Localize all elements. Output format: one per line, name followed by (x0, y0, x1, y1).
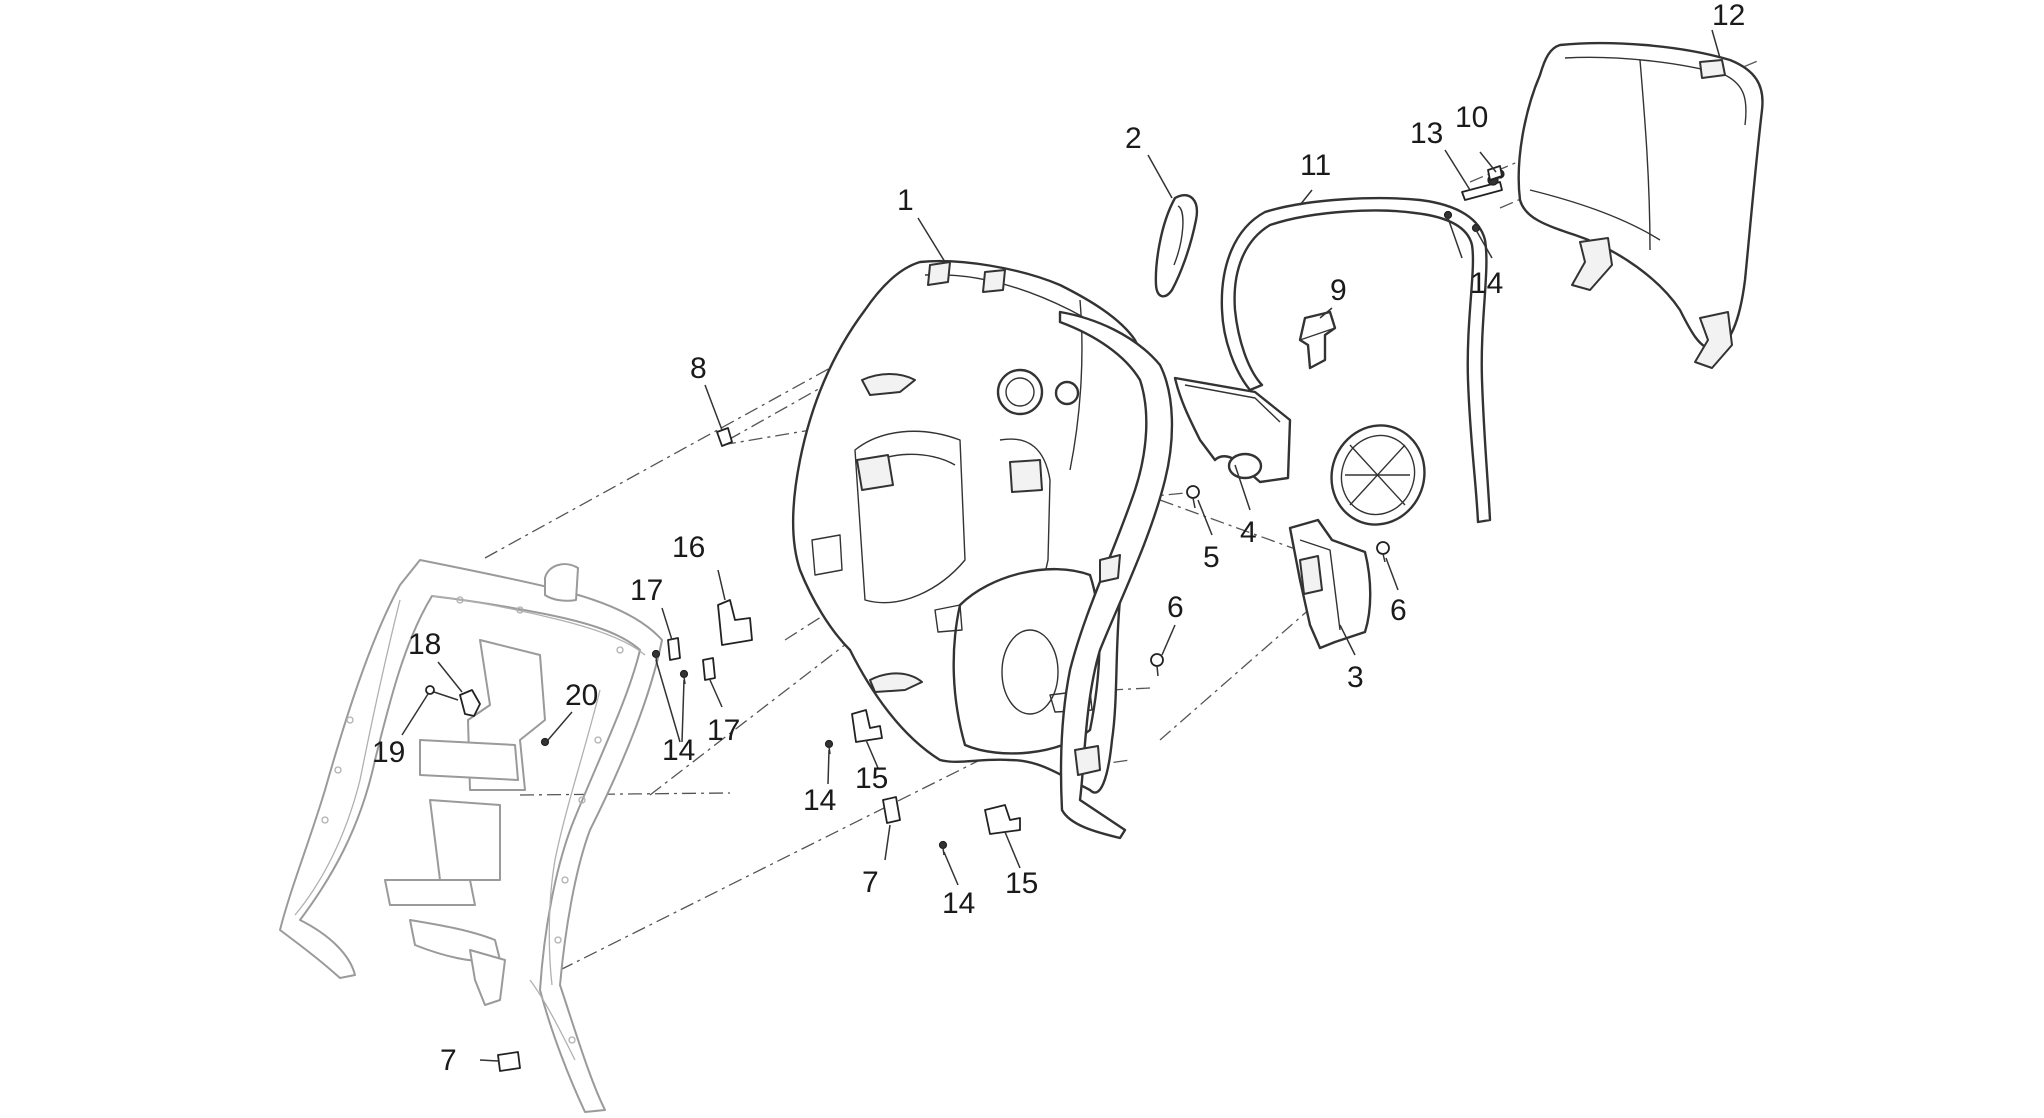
callout-18: 18 (408, 628, 441, 661)
callout-15-right: 15 (1005, 867, 1038, 900)
callout-19: 19 (372, 736, 405, 769)
callout-8: 8 (690, 352, 707, 385)
mirror-bracket (1461, 165, 1505, 201)
leg-shield-back-plate (792, 259, 1156, 794)
callout-labels: 1 2 3 4 5 6 6 7 7 8 9 10 11 12 13 14 14 … (372, 0, 1745, 1077)
callout-6-center: 6 (1167, 591, 1184, 624)
round-vent-grille (1330, 424, 1426, 526)
callout-5: 5 (1203, 541, 1220, 574)
callout-14-bottom: 14 (942, 887, 975, 920)
hardware (425, 210, 1481, 1072)
callout-15-center: 15 (855, 762, 888, 795)
callout-3: 3 (1347, 661, 1364, 694)
callout-1: 1 (897, 184, 914, 217)
callout-17-lower: 17 (707, 714, 740, 747)
callout-6-right: 6 (1390, 594, 1407, 627)
callout-2: 2 (1125, 122, 1142, 155)
callout-7-center: 7 (862, 866, 879, 899)
callout-11: 11 (1300, 149, 1331, 182)
inner-cover-panel (1173, 376, 1292, 484)
callout-14-left: 14 (662, 734, 695, 767)
callout-20: 20 (565, 679, 598, 712)
sealing-strip (1220, 196, 1492, 524)
callout-14-top-right: 14 (1470, 267, 1503, 300)
top-panel (1517, 41, 1764, 369)
side-cover (1288, 518, 1372, 650)
leg-shield-side-trim (1058, 310, 1174, 840)
oval-cap (1154, 194, 1199, 298)
callout-14-center: 14 (803, 784, 836, 817)
callout-7-bottom: 7 (440, 1044, 457, 1077)
callout-17-upper: 17 (630, 574, 663, 607)
callout-16: 16 (672, 531, 705, 564)
callout-13: 13 (1410, 117, 1443, 150)
front-shield-ghost (279, 559, 663, 1113)
leader-lines (401, 29, 1721, 1062)
callout-9: 9 (1330, 274, 1347, 307)
callout-12: 12 (1712, 0, 1745, 32)
callout-4: 4 (1240, 516, 1257, 549)
callout-10: 10 (1455, 101, 1488, 134)
retaining-clip (1298, 310, 1337, 370)
